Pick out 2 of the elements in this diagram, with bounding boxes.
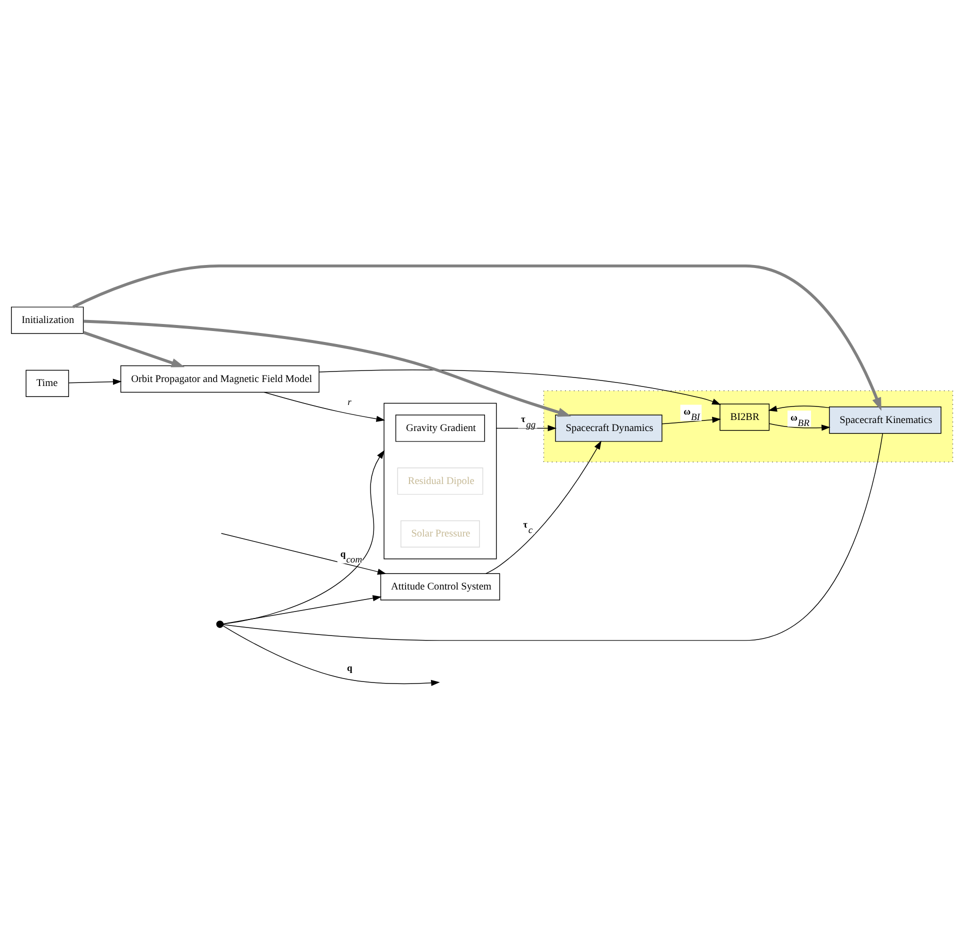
edge-label: q — [346, 662, 352, 674]
edge-label: r — [348, 397, 352, 408]
